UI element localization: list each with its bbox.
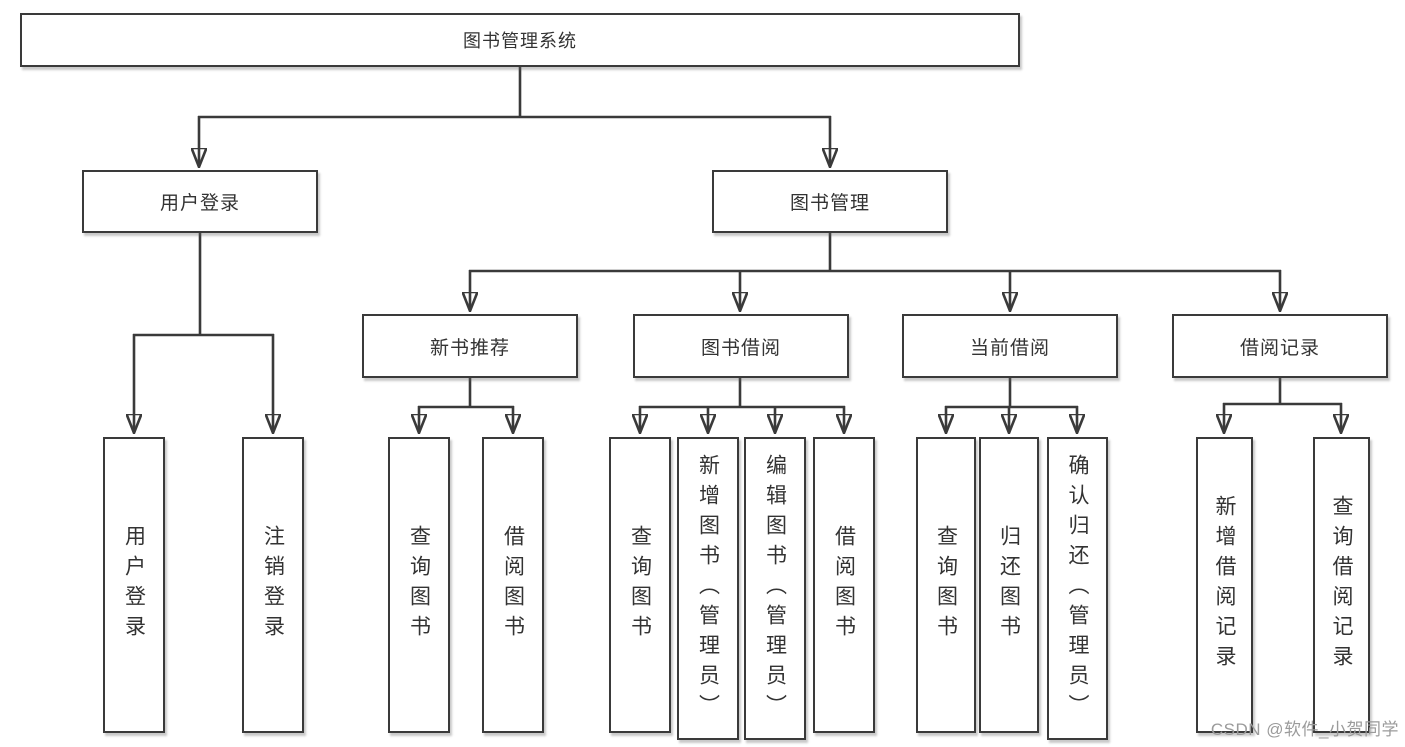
leaf-query-book-3: 查询图书 [916,437,976,733]
node-new-book-recommend-label: 新书推荐 [429,337,510,359]
node-user-login: 用户登录 [82,170,318,233]
edges-user-login-to-leaves [133,232,274,433]
leaf-add-book-admin: 新增图书（管理员） [677,437,739,740]
csdn-watermark: CSDN @软件_小贺同学 [1210,720,1399,739]
leaf-query-book-1-label: 查询图书 [407,525,431,645]
edges-borrow-record-to-leaves [1223,377,1342,433]
node-book-mgmt-label: 图书管理 [789,193,870,214]
leaf-logout-label: 注销登录 [261,525,285,645]
leaf-borrow-book-2: 借阅图书 [813,437,875,733]
edges-current-borrow-to-leaves [945,377,1078,433]
edges-root-to-level2 [198,66,831,167]
node-book-borrow-label: 图书借阅 [700,337,781,359]
leaf-confirm-return-admin-label: 确认归还（管理员） [1066,453,1089,724]
leaf-edit-book-admin-label: 编辑图书（管理员） [763,453,787,724]
leaf-borrow-book-2-label: 借阅图书 [832,525,856,645]
node-user-login-label: 用户登录 [159,193,240,214]
leaf-add-borrow-record: 新增借阅记录 [1196,437,1253,733]
leaf-edit-book-admin: 编辑图书（管理员） [744,437,806,740]
leaf-return-book: 归还图书 [979,437,1039,733]
node-root-label: 图书管理系统 [463,31,577,51]
edges-book-mgmt-to-level3 [469,232,1281,311]
node-new-book-recommend: 新书推荐 [362,314,578,378]
leaf-confirm-return-admin: 确认归还（管理员） [1047,437,1108,740]
node-current-borrow-label: 当前借阅 [969,337,1050,359]
node-borrow-record-label: 借阅记录 [1239,337,1320,359]
leaf-user-login-label: 用户登录 [122,525,146,645]
edges-book-borrow-to-leaves [639,377,845,433]
leaf-logout: 注销登录 [242,437,304,733]
edges-new-book-to-leaves [418,377,514,433]
leaf-query-borrow-record-label: 查询借阅记录 [1330,495,1353,675]
leaf-borrow-book-1: 借阅图书 [482,437,544,733]
leaf-query-borrow-record: 查询借阅记录 [1313,437,1370,733]
leaf-query-book-2-label: 查询图书 [628,525,652,645]
leaf-add-borrow-record-label: 新增借阅记录 [1213,495,1236,675]
node-root-system: 图书管理系统 [20,13,1020,67]
leaf-borrow-book-1-label: 借阅图书 [501,525,525,645]
node-borrow-record: 借阅记录 [1172,314,1388,378]
leaf-query-book-3-label: 查询图书 [934,525,958,645]
leaf-add-book-admin-label: 新增图书（管理员） [696,453,720,724]
leaf-query-book-2: 查询图书 [609,437,671,733]
leaf-user-login: 用户登录 [103,437,165,733]
node-current-borrow: 当前借阅 [902,314,1118,378]
leaf-query-book-1: 查询图书 [388,437,450,733]
leaf-return-book-label: 归还图书 [997,525,1021,645]
node-book-borrow: 图书借阅 [633,314,849,378]
node-book-mgmt: 图书管理 [712,170,948,233]
